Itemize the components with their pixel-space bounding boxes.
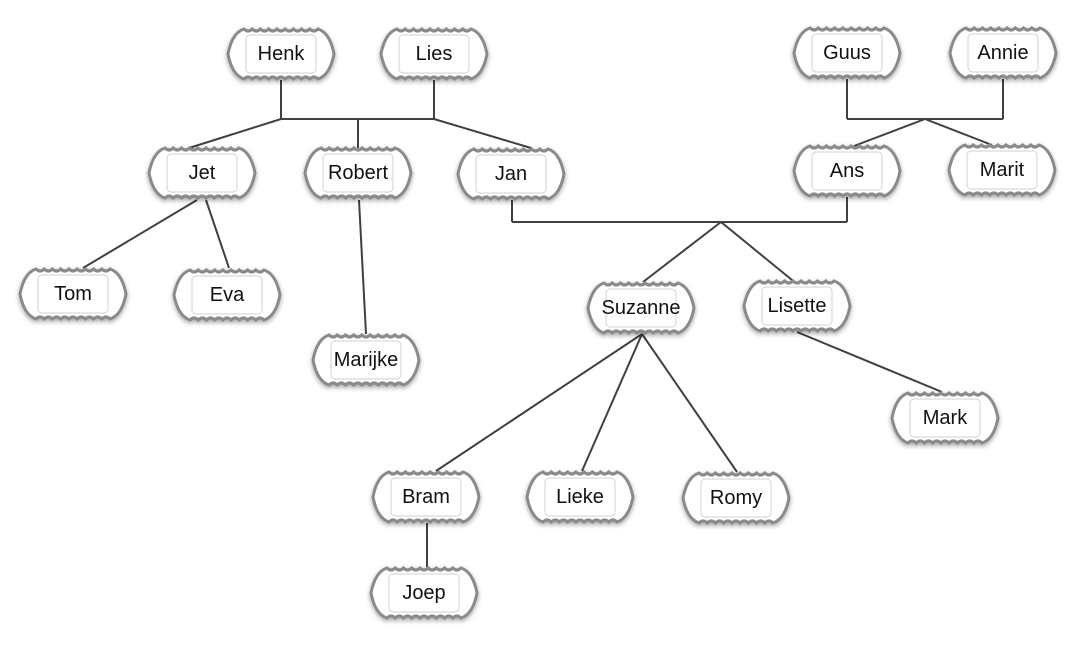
frame-inner-panel [967,33,1039,73]
frame-inner-panel [166,153,238,193]
person-name: Joep [402,582,445,604]
connector-line [720,221,793,281]
person-node-annie[interactable]: Annie [948,25,1058,81]
frame-inner-panel [390,477,462,517]
person-name: Lisette [768,295,827,317]
person-node-eva[interactable]: Eva [172,267,282,323]
person-node-marit[interactable]: Marit [947,142,1057,198]
person-name: Guus [823,42,871,64]
frame-inner-panel [909,398,981,438]
person-name: Annie [977,42,1028,64]
connector-line [205,199,230,269]
person-name: Jan [495,163,527,185]
person-name: Suzanne [602,297,681,319]
frame-inner-panel [811,33,883,73]
frame-inner-panel [245,34,317,74]
person-name: Ans [830,160,864,182]
frame-inner-panel [475,154,547,194]
person-node-mark[interactable]: Mark [890,390,1000,446]
frame-inner-panel [322,153,394,193]
person-node-guus[interactable]: Guus [792,25,902,81]
person-node-henk[interactable]: Henk [226,26,336,82]
person-node-ans[interactable]: Ans [792,143,902,199]
person-name: Robert [328,162,388,184]
connector-lines [82,79,1004,567]
frame-inner-panel [544,477,616,517]
frame-inner-panel [761,286,833,326]
connector-line [581,333,643,472]
person-node-marijke[interactable]: Marijke [311,332,421,388]
person-name: Lies [416,43,453,65]
connector-line [435,333,643,472]
connector-line [82,199,198,269]
person-name: Lieke [556,486,604,508]
connector-line [642,221,722,283]
frame-inner-panel [388,573,460,613]
connector-line [433,118,532,149]
person-node-jan[interactable]: Jan [456,146,566,202]
frame-inner-panel [398,34,470,74]
connector-line [924,118,993,146]
frame-inner-panel [966,150,1038,190]
person-name: Marit [980,159,1025,181]
connector-line [188,118,282,149]
connector-line [853,118,926,147]
person-name: Eva [210,284,245,306]
frame-inner-panel [330,340,402,380]
person-node-lies[interactable]: Lies [379,26,489,82]
person-name: Henk [258,43,306,65]
person-name: Mark [923,407,968,429]
frame-inner-panel [605,288,677,328]
person-node-joep[interactable]: Joep [369,565,479,621]
person-name: Jet [189,162,216,184]
connector-line [796,331,943,393]
person-node-romy[interactable]: Romy [681,470,791,526]
person-name: Tom [54,283,92,305]
person-node-lieke[interactable]: Lieke [525,469,635,525]
frame-inner-panel [37,274,109,314]
frame-inner-panel [811,151,883,191]
frame-inner-panel [191,275,263,315]
person-node-lisette[interactable]: Lisette [742,278,852,334]
connector-line [641,333,738,473]
person-name: Bram [402,486,450,508]
person-node-jet[interactable]: Jet [147,145,257,201]
person-node-bram[interactable]: Bram [371,469,481,525]
person-node-robert[interactable]: Robert [303,145,413,201]
connector-line [358,199,367,335]
person-node-suzanne[interactable]: Suzanne [586,280,696,336]
frame-inner-panel [700,478,772,518]
person-name: Marijke [334,349,398,371]
person-name: Romy [710,487,762,509]
person-node-tom[interactable]: Tom [18,266,128,322]
